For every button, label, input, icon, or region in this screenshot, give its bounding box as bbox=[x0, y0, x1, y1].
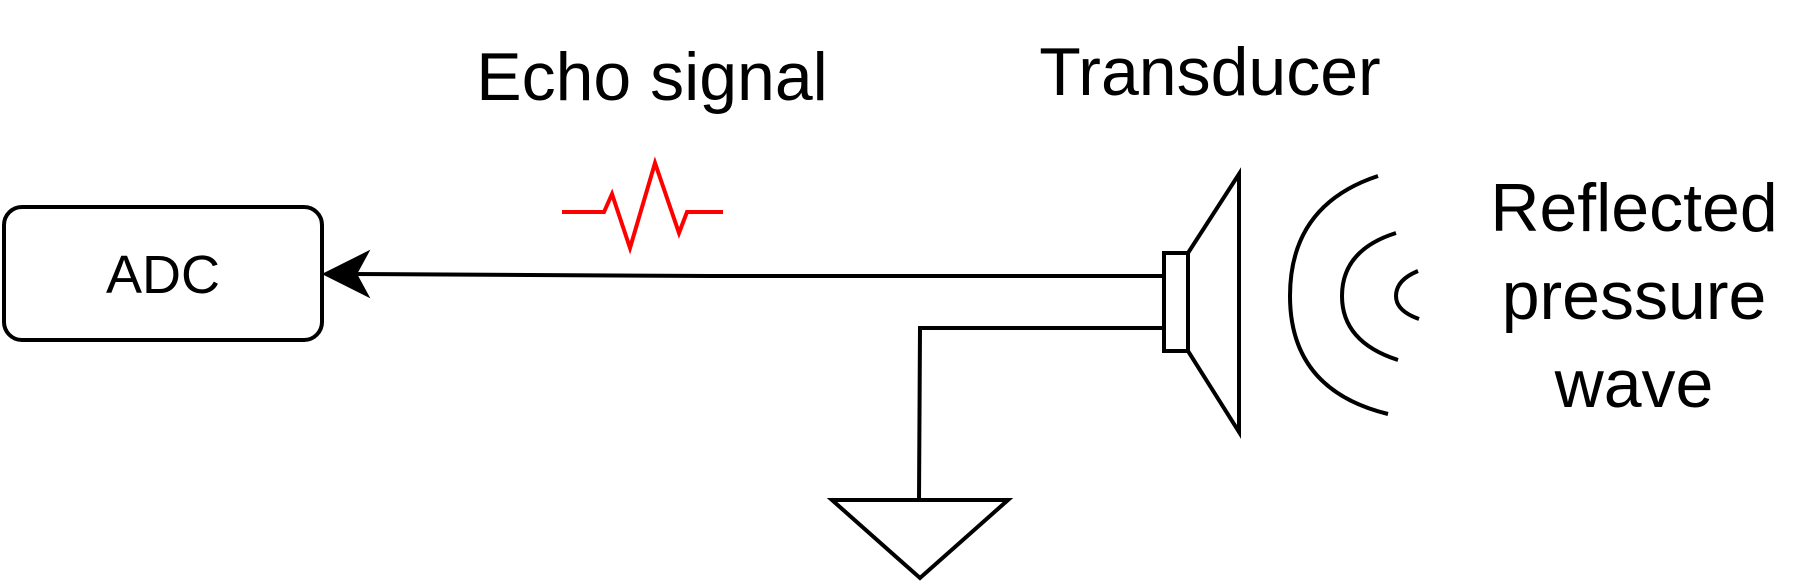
wave-arc-small-icon bbox=[1393, 269, 1420, 321]
adc-block: ADC bbox=[2, 205, 324, 342]
wave-arc-large-icon bbox=[1287, 174, 1389, 416]
ground-connection bbox=[826, 326, 1112, 581]
adc-box bbox=[2, 205, 324, 342]
transducer: Transducer bbox=[1039, 34, 1381, 439]
ground-symbol-icon bbox=[826, 498, 1014, 581]
signal-wire bbox=[349, 272, 1112, 278]
wave-label-line1: Reflected bbox=[1490, 170, 1777, 246]
transducer-cone-icon bbox=[1186, 167, 1241, 439]
adc-label: ADC bbox=[106, 245, 220, 305]
wave-label-line2: pressure bbox=[1502, 258, 1767, 334]
wave-label: Reflected pressure wave bbox=[1490, 170, 1777, 422]
pressure-wave bbox=[1287, 174, 1420, 416]
echo-signal-label: Echo signal bbox=[476, 39, 828, 115]
echo-pulse-waveform bbox=[562, 156, 723, 255]
signal-connection bbox=[321, 249, 1112, 299]
transducer-label: Transducer bbox=[1039, 34, 1380, 110]
wave-label-line3: wave bbox=[1554, 346, 1714, 422]
ground-wire bbox=[917, 326, 1112, 501]
transducer-leads bbox=[1112, 274, 1164, 330]
echo-signal: Echo signal bbox=[476, 39, 828, 255]
arrowhead-icon bbox=[321, 249, 371, 299]
wave-arc-medium-icon bbox=[1339, 231, 1399, 362]
transducer-body bbox=[1162, 251, 1190, 353]
